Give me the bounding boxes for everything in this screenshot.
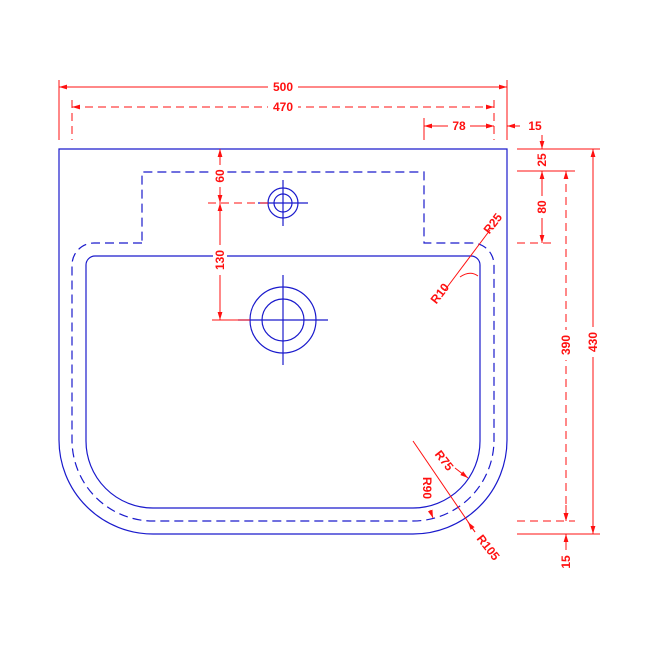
- radius-bottom: R75 R90 R105: [412, 440, 503, 563]
- dim-430: 430: [586, 149, 600, 534]
- dim-470: 470: [71, 100, 495, 140]
- dim-label: 60: [213, 169, 227, 183]
- dim-label: R105: [474, 532, 503, 563]
- waste-hole: [238, 275, 328, 365]
- dim-label: 500: [273, 80, 293, 94]
- outer-outline: [58, 148, 508, 535]
- dim-label: 15: [528, 119, 542, 133]
- dim-130: 130: [212, 203, 250, 321]
- dim-60: 60: [208, 149, 268, 204]
- dim-label: 15: [559, 555, 573, 569]
- dim-label: R25: [481, 210, 506, 236]
- dim-label: 390: [559, 335, 573, 355]
- dim-label: R90: [420, 477, 434, 499]
- radius-top: R25 R10: [428, 210, 506, 306]
- dim-label: R75: [432, 448, 457, 474]
- dim-label: 25: [535, 153, 549, 167]
- dim-label: 430: [586, 332, 600, 352]
- dim-15-top: 15: [480, 119, 542, 133]
- dim-25: 25: [535, 135, 549, 167]
- bowl-outline: [85, 255, 481, 509]
- dim-500: 500: [58, 80, 508, 140]
- rim-dashed-outline: [71, 171, 495, 522]
- dim-label: R10: [428, 280, 453, 306]
- dim-label: 78: [452, 119, 466, 133]
- dim-78: 78: [423, 118, 494, 140]
- dim-80: 80: [535, 171, 549, 243]
- dim-390: 390: [559, 171, 573, 521]
- dim-label: 80: [535, 200, 549, 214]
- dim-label: 130: [213, 250, 227, 270]
- dim-label: 470: [273, 100, 293, 114]
- dim-15-bottom: 15: [559, 505, 573, 569]
